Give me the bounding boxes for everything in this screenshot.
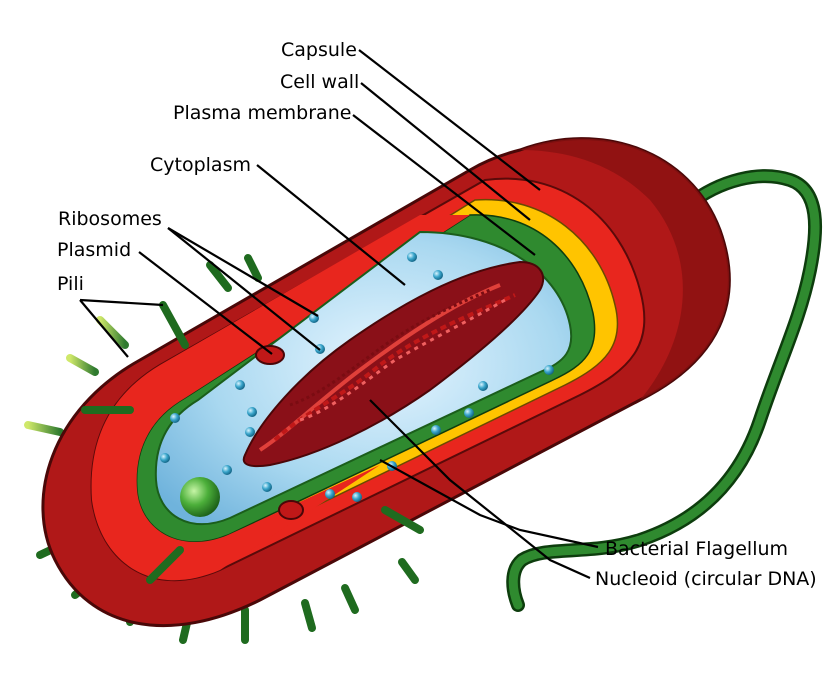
plasmid (255, 345, 285, 365)
ribosomes (160, 252, 554, 502)
cell-wall-inner (91, 215, 470, 581)
label-cytoplasm: Cytoplasm (150, 154, 251, 176)
plasmid-2 (278, 500, 304, 520)
capsule-shade (520, 138, 730, 400)
label-nucleoid: Nucleoid (circular DNA) (595, 568, 817, 590)
label-bacterial-flagellum: Bacterial Flagellum (605, 538, 788, 560)
leader-lines (79, 49, 599, 580)
pili-front (81, 301, 424, 584)
label-ribosomes: Ribosomes (58, 208, 162, 230)
label-pili: Pili (57, 273, 84, 295)
label-capsule: Capsule (281, 39, 357, 61)
storage-granule (180, 477, 220, 517)
label-plasma-membrane: Plasma membrane (173, 102, 351, 124)
nucleoid (242, 260, 545, 468)
label-plasmid: Plasmid (57, 239, 131, 261)
flagellum-highlight (508, 171, 820, 610)
label-cell-wall: Cell wall (280, 71, 359, 93)
